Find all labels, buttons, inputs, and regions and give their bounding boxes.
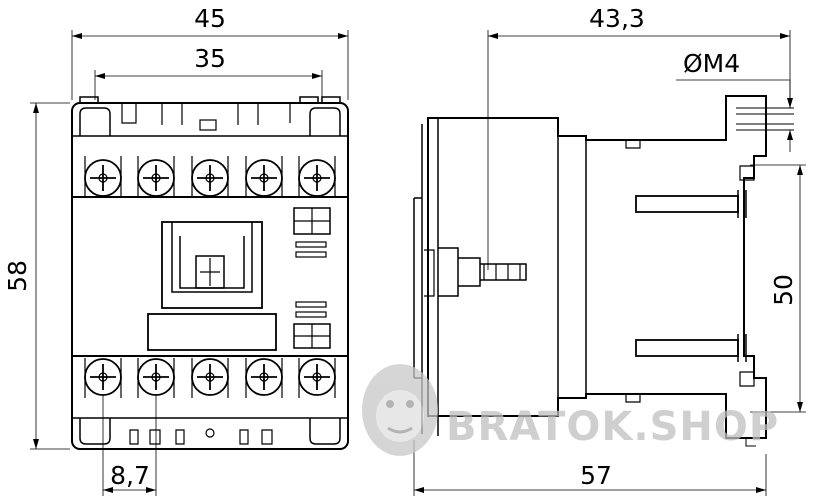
terminal-screw-icon	[245, 159, 283, 197]
gorilla-logo-icon	[362, 364, 438, 456]
terminal-screw-icon	[245, 358, 283, 396]
dimension-rail-50: 50	[769, 274, 798, 306]
terminal-screw-icon	[137, 358, 175, 396]
dimension-depth-43-3: 43,3	[589, 4, 645, 33]
terminal-screw-icon	[84, 358, 122, 396]
contact-indicator	[161, 221, 263, 309]
top-terminal-row	[84, 156, 336, 197]
terminal-screw-icon	[84, 159, 122, 197]
dimension-depth-57: 57	[580, 461, 612, 490]
dimension-thread-m4: ØM4	[683, 49, 740, 78]
terminal-screw-icon	[137, 159, 175, 197]
dimension-width-45: 45	[194, 4, 226, 33]
auxiliary-contact-marks	[293, 207, 331, 349]
terminal-screw-icon	[298, 159, 336, 197]
label-plate	[147, 313, 277, 351]
dimension-width-35: 35	[194, 44, 226, 73]
bottom-terminal-row	[84, 358, 336, 398]
side-dimensions: 43,3 ØM4 50 57	[413, 4, 806, 496]
front-dimensions: 45 35 58 8,7	[3, 4, 349, 496]
side-view	[413, 95, 794, 447]
front-view	[71, 96, 349, 450]
dimension-height-58: 58	[3, 260, 32, 292]
watermark: BRATOK.SHOP	[362, 364, 779, 456]
terminal-screw-icon	[191, 159, 229, 197]
dimension-offset-8-7: 8,7	[110, 461, 150, 490]
watermark-text: BRATOK.SHOP	[446, 404, 779, 450]
terminal-screw-icon	[191, 358, 229, 396]
terminal-screw-icon	[298, 358, 336, 396]
